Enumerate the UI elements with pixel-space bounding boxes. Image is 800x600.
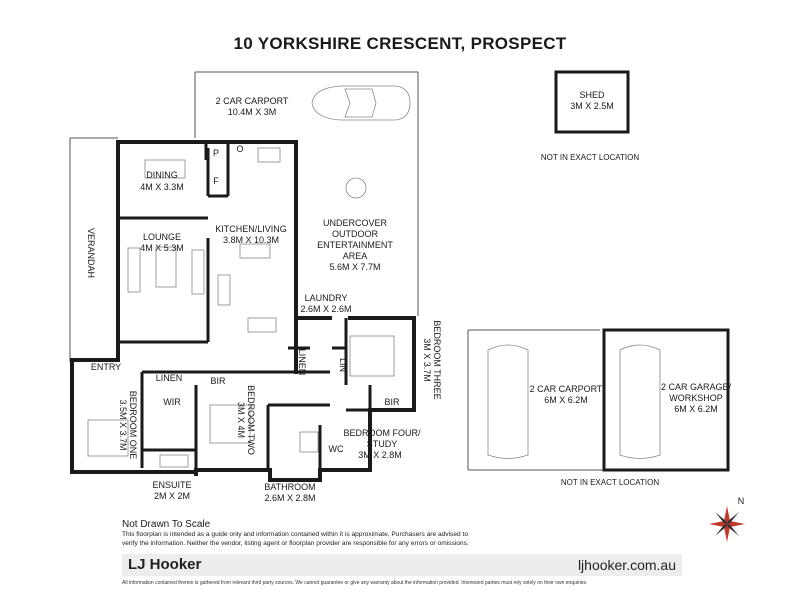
disclaimer-line-2: verify the information. Neither the vend… bbox=[122, 540, 469, 548]
label-laundry: LAUNDRY bbox=[305, 293, 348, 303]
size-bedroom-two: 3M X 4M bbox=[236, 402, 246, 438]
size-bedroom-four: 3M X 2.8M bbox=[358, 450, 402, 460]
label-carport-side: 2 CAR CARPORT bbox=[530, 384, 603, 394]
size-bedroom-three: 3M X 3.7M bbox=[422, 338, 432, 382]
label-carport-main: 2 CAR CARPORT bbox=[216, 96, 289, 106]
label-outdoor-1: UNDERCOVER bbox=[323, 218, 388, 228]
label-bedroom-three: BEDROOM THREE bbox=[432, 320, 442, 399]
shed-outline bbox=[554, 70, 630, 134]
label-bedroom-four: BEDROOM FOUR/ bbox=[343, 428, 421, 438]
furniture bbox=[87, 147, 395, 468]
label-ensuite: ENSUITE bbox=[152, 480, 191, 490]
label-bedroom-four-2: STUDY bbox=[367, 439, 398, 449]
compass-rose-icon bbox=[709, 506, 745, 542]
label-bir-a: BIR bbox=[210, 376, 226, 386]
label-pantry: P bbox=[213, 148, 219, 158]
brand-bar: LJ Hooker ljhooker.com.au bbox=[122, 554, 682, 576]
label-bir-b: BIR bbox=[384, 397, 400, 407]
label-kitchen: KITCHEN/LIVING bbox=[215, 224, 287, 234]
size-outdoor: 5.6M X 7.7M bbox=[329, 262, 380, 272]
compass-label: N bbox=[738, 496, 745, 506]
label-garage-2: WORKSHOP bbox=[669, 393, 723, 403]
outbuilding-carport-garage bbox=[467, 328, 730, 472]
label-bedroom-two: BEDROOM TWO bbox=[246, 385, 256, 455]
size-kitchen: 3.8M X 10.3M bbox=[223, 235, 279, 245]
size-shed: 3M X 2.5M bbox=[570, 101, 614, 111]
carport-main-area bbox=[194, 71, 419, 316]
size-carport-main: 10.4M X 3M bbox=[228, 107, 277, 117]
label-bathroom: BATHROOM bbox=[264, 482, 315, 492]
label-wc: WC bbox=[329, 444, 344, 454]
label-linen-a: LINEN bbox=[156, 373, 183, 383]
label-linen-b: LINEN bbox=[297, 349, 307, 376]
label-outdoor-3: ENTERTAINMENT bbox=[317, 240, 393, 250]
disclaimer-line-1: This floorplan is intended as a guide on… bbox=[122, 531, 469, 538]
label-lounge: LOUNGE bbox=[143, 232, 181, 242]
label-fridge: F bbox=[213, 176, 219, 186]
label-linen-c: LIN bbox=[338, 358, 348, 372]
label-garage: 2 CAR GARAGE/ bbox=[661, 382, 732, 392]
label-dining: DINING bbox=[146, 170, 178, 180]
label-verandah: VERANDAH bbox=[86, 228, 96, 278]
label-shed: SHED bbox=[579, 90, 605, 100]
size-ensuite: 2M X 2M bbox=[154, 491, 190, 501]
footer-notes: Not Drawn To Scale This floorplan is int… bbox=[122, 519, 682, 548]
note-garage: NOT IN EXACT LOCATION bbox=[561, 478, 659, 487]
legal-note: All information contained therein is gat… bbox=[122, 580, 588, 586]
label-outdoor-4: AREA bbox=[343, 251, 368, 261]
size-laundry: 2.6M X 2.6M bbox=[300, 304, 351, 314]
size-garage: 6M X 6.2M bbox=[674, 404, 718, 414]
label-oven: O bbox=[236, 144, 243, 154]
label-entry: ENTRY bbox=[91, 362, 121, 372]
brand-logo: LJ Hooker bbox=[128, 556, 202, 573]
plan-title: 10 YORKSHIRE CRESCENT, PROSPECT bbox=[233, 34, 567, 53]
brand-website: ljhooker.com.au bbox=[577, 557, 676, 573]
size-carport-side: 6M X 6.2M bbox=[544, 395, 588, 405]
size-lounge: 4M X 5.3M bbox=[140, 243, 184, 253]
label-wir: WIR bbox=[163, 397, 181, 407]
label-outdoor-2: OUTDOOR bbox=[332, 229, 378, 239]
size-bedroom-one: 3.5M X 3.7M bbox=[118, 399, 128, 450]
not-to-scale-note: Not Drawn To Scale bbox=[122, 519, 211, 530]
size-dining: 4M X 3.3M bbox=[140, 182, 184, 192]
label-bedroom-one: BEDROOM ONE bbox=[128, 391, 138, 460]
house-walls bbox=[70, 140, 416, 482]
size-bathroom: 2.6M X 2.8M bbox=[264, 493, 315, 503]
note-shed: NOT IN EXACT LOCATION bbox=[541, 153, 639, 162]
